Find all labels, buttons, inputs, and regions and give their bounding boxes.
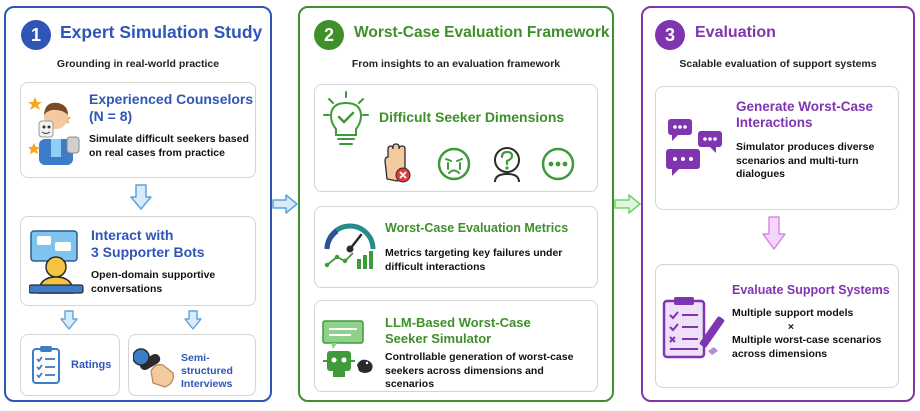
panel-evaluation: 3 Evaluation Scalable evaluation of supp… [641,6,915,402]
raised-hand-icon [384,143,411,183]
card-title: Evaluate Support Systems [732,283,890,297]
arrow-down-icon [184,310,202,330]
card-interact-supporter-bots: Interact with 3 Supporter Bots Open-doma… [20,216,256,306]
ellipsis-icon [541,147,575,181]
arrow-down-icon [60,310,78,330]
card-generate-worst-case-interactions: Generate Worst-Case Interactions Simulat… [655,86,899,210]
step-number-badge: 3 [655,20,685,50]
card-body-line1: Multiple support models [732,307,854,319]
card-body: Simulator produces diverse scenarios and… [736,141,875,181]
panel-title: Expert Simulation Study [60,22,263,42]
card-title-line1: Experienced Counselors [89,91,254,107]
crying-face-icon [437,147,471,181]
card-title-line1: Interact with [91,227,174,243]
panel-title: Worst-Case Evaluation Framework [354,24,610,41]
arrow-down-icon [762,216,786,250]
panel-subtitle: Scalable evaluation of support systems [679,58,877,70]
arrow-down-icon [130,184,152,210]
card-body: Controllable generation of worst-case se… [385,351,574,391]
card-title-line1: LLM-Based Worst-Case [385,315,531,330]
panel-worst-case-evaluation-framework: 2 Worst-Case Evaluation Framework From i… [298,6,614,402]
lightbulb-check-icon [323,91,369,145]
times-symbol: × [787,320,795,333]
checklist-pen-icon [662,297,725,359]
arrow-right-icon [614,194,641,214]
interviews-label-line2: Interviews [181,378,233,391]
card-title: Difficult Seeker Dimensions [379,109,565,125]
counselor-icon [28,97,80,165]
card-difficult-seeker-dimensions: Difficult Seeker Dimensions [314,84,598,192]
clipboard-icon [32,346,60,384]
step-number-badge: 1 [21,20,51,50]
card-semi-structured-interviews: Semi-structured Interviews [128,334,256,396]
card-title-line2: Seeker Simulator [385,330,492,346]
gauge-chart-icon [324,223,376,269]
card-evaluate-support-systems: Evaluate Support Systems Multiple suppor… [655,264,899,388]
card-title: Worst-Case Evaluation Metrics [385,221,569,235]
card-body: Open-domain supportive conversations [91,269,216,295]
chat-bubbles-icon [666,119,722,176]
arrow-right-icon [272,194,298,214]
step-number-badge: 2 [314,20,344,50]
card-experienced-counselors: Experienced Counselors (N = 8) Simulate … [20,82,256,178]
ratings-label: Ratings [71,359,112,371]
interviews-label-line1: Semi-structured [181,352,233,378]
card-ratings: Ratings [20,334,120,396]
card-title-line2: 3 Supporter Bots [91,244,205,261]
panel-expert-simulation-study: 1 Expert Simulation Study Grounding in r… [4,6,272,402]
robot-icon [322,320,373,377]
card-llm-seeker-simulator: LLM-Based Worst-Case Seeker Simulator Co… [314,300,598,392]
panel-title: Evaluation [695,24,776,41]
question-head-icon [494,147,520,183]
chat-user-icon [29,230,84,294]
card-body-line2: Multiple worst-case scenarios across dim… [732,334,882,360]
card-title-line2: Interactions [736,115,813,131]
card-title-line2: (N = 8) [89,108,133,125]
card-body: Simulate difficult seekers based on real… [89,133,249,159]
panel-subtitle: From insights to an evaluation framework [351,58,561,70]
card-body: Metrics targeting key failures under dif… [385,247,563,273]
panel-subtitle: Grounding in real-world practice [56,58,220,70]
card-title-line1: Generate Worst-Case [736,99,874,114]
microphone-icon [133,348,174,388]
card-worst-case-evaluation-metrics: Worst-Case Evaluation Metrics Metrics ta… [314,206,598,288]
